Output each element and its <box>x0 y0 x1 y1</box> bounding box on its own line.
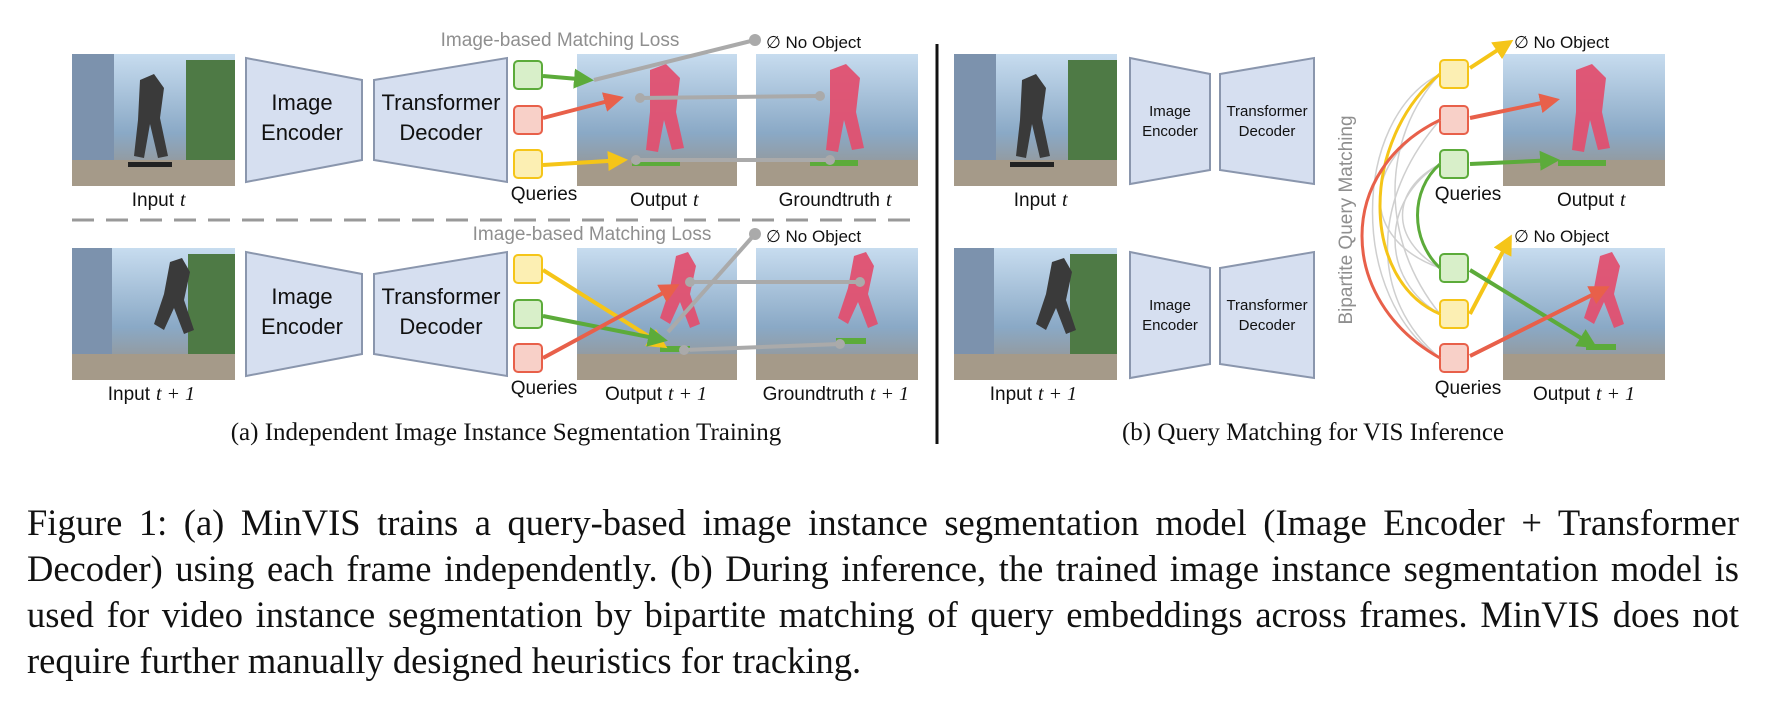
input-image <box>72 248 235 380</box>
panel-b-row-2: Image Encoder Transformer Decoder ∅ No O… <box>954 227 1665 405</box>
output-image <box>1503 54 1665 186</box>
decoder-label-line-1: Transformer <box>382 284 501 309</box>
encoder-label-line-2: Encoder <box>261 314 343 339</box>
decoder-label-line-1: Transformer <box>1226 103 1307 120</box>
no-object-label: ∅ No Object <box>766 227 861 246</box>
no-object-label: ∅ No Object <box>1514 33 1609 52</box>
output-var: t <box>693 189 699 211</box>
query-box-green <box>513 299 543 329</box>
image-encoder-block: Image Encoder <box>245 56 363 184</box>
query-box-yellow <box>1439 299 1469 329</box>
output-var: t + 1 <box>1596 383 1635 405</box>
encoder-label-line-2: Encoder <box>1142 317 1198 334</box>
output-image <box>1503 248 1665 380</box>
output-label: Output <box>630 190 688 211</box>
groundtruth-var: t + 1 <box>870 383 909 405</box>
queries-label: Queries <box>511 184 578 205</box>
input-label: Input <box>132 190 175 211</box>
input-image <box>954 54 1117 186</box>
panel-b-row-1: Image Encoder Transformer Decoder ∅ No O… <box>954 33 1665 211</box>
figure-caption: Figure 1: (a) MinVIS trains a query-base… <box>27 502 1739 681</box>
input-var: t <box>1062 189 1068 211</box>
query-box-green <box>1439 149 1469 179</box>
decoder-label-line-2: Decoder <box>399 314 482 339</box>
encoder-label-line-2: Encoder <box>261 120 343 145</box>
panel-b-title: (b) Query Matching for VIS Inference <box>1122 419 1504 446</box>
bipartite-matching-curves <box>1360 72 1442 360</box>
encoder-label-line-1: Image <box>1149 103 1191 120</box>
input-var: t + 1 <box>1038 383 1077 405</box>
query-box-green <box>513 60 543 90</box>
input-var: t + 1 <box>156 383 195 405</box>
groundtruth-var: t <box>886 189 892 211</box>
panel-a-row-2: Image Encoder Transformer Decoder <box>72 224 918 405</box>
encoder-label-line-1: Image <box>1149 297 1191 314</box>
encoder-label-line-1: Image <box>271 284 332 309</box>
groundtruth-label: Groundtruth <box>779 190 880 211</box>
panel-a: Image Encoder Transformer Decoder <box>72 30 918 446</box>
groundtruth-image <box>756 248 918 380</box>
image-encoder-block: Image Encoder <box>1129 250 1211 380</box>
image-encoder-block: Image Encoder <box>245 250 363 378</box>
no-object-label: ∅ No Object <box>1514 227 1609 246</box>
transformer-decoder-block: Transformer Decoder <box>373 250 508 378</box>
output-var: t + 1 <box>668 383 707 405</box>
query-box-red <box>513 105 543 135</box>
panel-a-row-1: Image Encoder Transformer Decoder <box>72 30 918 211</box>
query-box-yellow <box>1439 59 1469 89</box>
groundtruth-label: Groundtruth <box>763 384 864 405</box>
output-var: t <box>1620 189 1626 211</box>
decoder-label-line-2: Decoder <box>1239 123 1296 140</box>
decoder-label-line-1: Transformer <box>382 90 501 115</box>
query-box-red <box>513 343 543 373</box>
input-image <box>954 248 1117 380</box>
decoder-label-line-2: Decoder <box>399 120 482 145</box>
input-image <box>72 54 235 186</box>
queries-label: Queries <box>1435 378 1502 399</box>
queries-label: Queries <box>511 378 578 399</box>
image-encoder-block: Image Encoder <box>1129 56 1211 186</box>
groundtruth-image <box>756 54 918 186</box>
matching-loss-label: Image-based Matching Loss <box>473 224 712 245</box>
query-box-yellow <box>513 254 543 284</box>
output-label: Output <box>1533 384 1591 405</box>
decoder-label-line-2: Decoder <box>1239 317 1296 334</box>
queries-label: Queries <box>1435 184 1502 205</box>
panel-b: Image Encoder Transformer Decoder ∅ No O… <box>954 33 1665 446</box>
bipartite-matching-label: Bipartite Query Matching <box>1336 115 1357 324</box>
input-label: Input <box>108 384 151 405</box>
panel-a-title: (a) Independent Image Instance Segmentat… <box>231 419 782 446</box>
output-image <box>577 54 737 186</box>
query-box-red <box>1439 105 1469 135</box>
query-box-yellow <box>513 149 543 179</box>
output-image <box>577 248 737 380</box>
decoder-label-line-1: Transformer <box>1226 297 1307 314</box>
input-label: Input <box>1014 190 1057 211</box>
transformer-decoder-block: Transformer Decoder <box>1219 56 1315 186</box>
transformer-decoder-block: Transformer Decoder <box>373 56 508 184</box>
encoder-label-line-2: Encoder <box>1142 123 1198 140</box>
query-box-green <box>1439 253 1469 283</box>
matching-loss-label: Image-based Matching Loss <box>441 30 680 51</box>
transformer-decoder-block: Transformer Decoder <box>1219 250 1315 380</box>
input-label: Input <box>990 384 1033 405</box>
input-var: t <box>180 189 186 211</box>
output-label: Output <box>1557 190 1615 211</box>
encoder-label-line-1: Image <box>271 90 332 115</box>
no-object-label: ∅ No Object <box>766 33 861 52</box>
output-label: Output <box>605 384 663 405</box>
query-box-red <box>1439 343 1469 373</box>
